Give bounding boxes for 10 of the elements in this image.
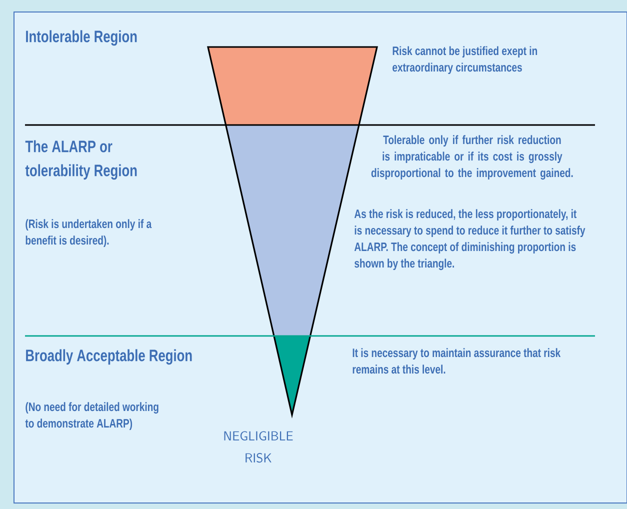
description-text: As the risk is reduced, the less proportionately, it is necessary to spend to reduce it further to satisfy ALARP. The concept of diminishing proportion is shown by the triangle. [354, 209, 586, 270]
note-text: (No need for detailed working to demonstrate ALARP) [25, 402, 158, 430]
description-text: Risk cannot be justified exept in extraordinary circumstances [392, 46, 538, 74]
description-text: It is necessary to maintain assurance that risk remains at this level. [352, 348, 561, 374]
region-heading: Intolerable Region [26, 30, 137, 46]
description-text: Tolerable only if further risk reduction is impraticable or if its cost is grossly disproportional to the improvement gained. [371, 135, 573, 180]
risk-label: NEGLIGIBLE RISK [224, 431, 293, 463]
region-heading: Broadly Acceptable Region [26, 349, 192, 365]
note-text: (Risk is undertaken only if a benefit is desired). [26, 219, 152, 248]
region-heading: The ALARP or tolerability Region [25, 140, 137, 180]
